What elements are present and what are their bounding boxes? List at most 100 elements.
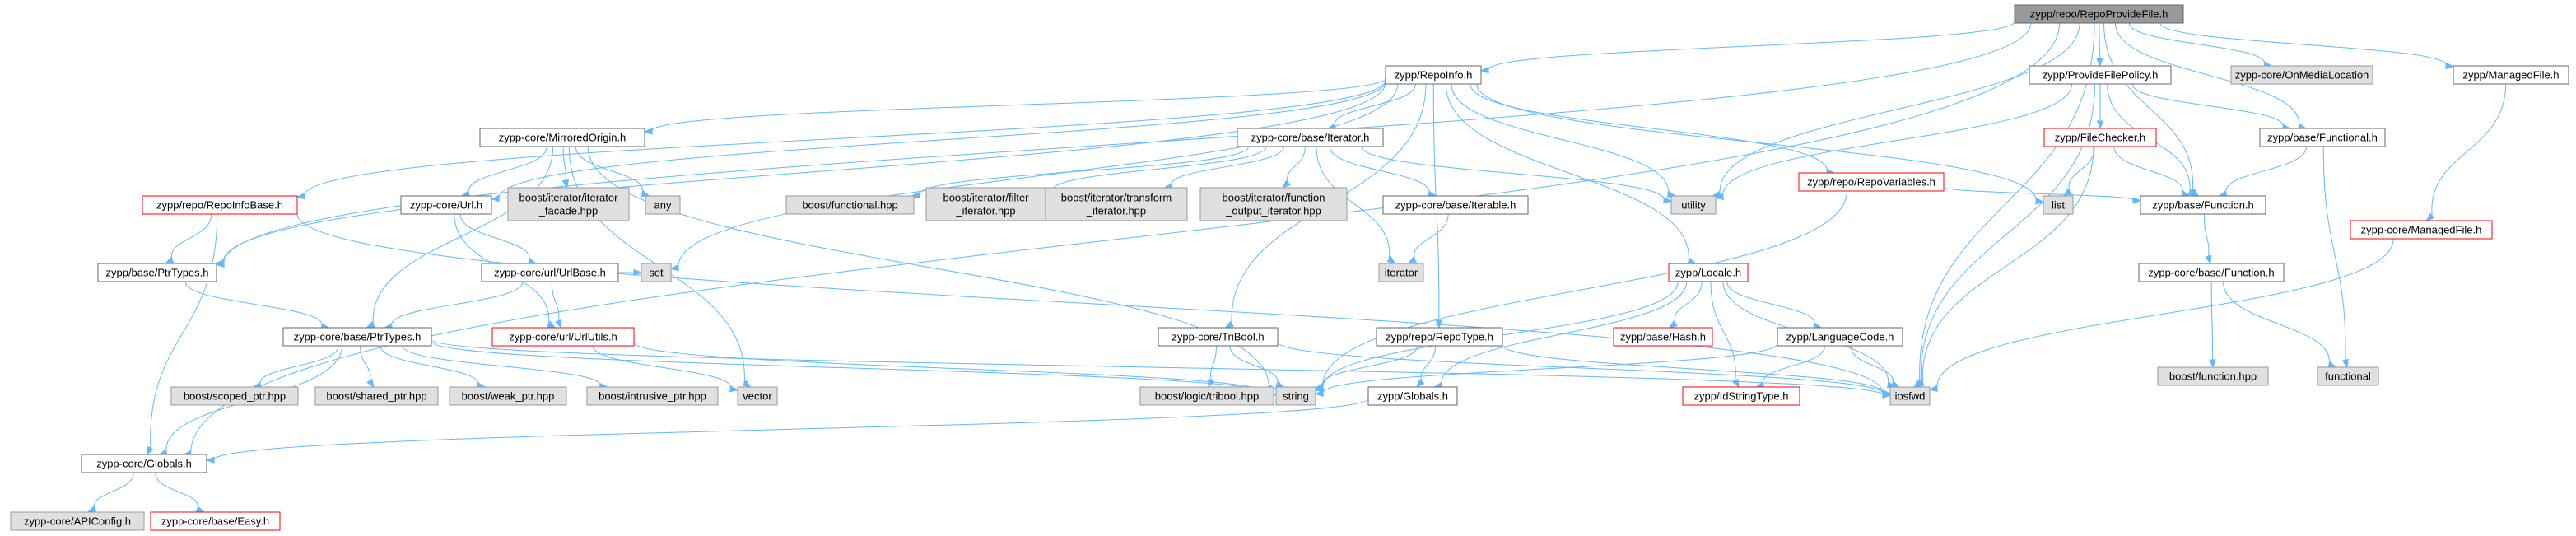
node-base_ptrtypes[interactable]: zypp/base/PtrTypes.h [97,263,217,282]
edge-mirroredorigin-to-facade [561,146,570,189]
node-scoped_ptr[interactable]: boost/scoped_ptr.hpp [170,386,299,406]
node-hash[interactable]: zypp/base/Hash.h [1613,327,1713,347]
node-managedfile_core[interactable]: zypp-core/ManagedFile.h [2350,220,2493,240]
node-box [2259,128,2386,147]
node-tribool[interactable]: zypp-core/TriBool.h [1158,327,1279,347]
edge-iterator_h-to-utility [1361,146,1673,204]
node-repotype[interactable]: zypp/repo/RepoType.h [1376,327,1503,347]
node-list[interactable]: list [2043,195,2074,215]
node-label: _iterator.hpp [1086,205,1146,217]
node-shared_ptr[interactable]: boost/shared_ptr.hpp [314,386,439,406]
node-iterator_h[interactable]: zypp-core/base/Iterator.h [1237,128,1384,147]
edge-locale-to-hash [1668,281,1703,329]
node-providefilepolicy[interactable]: zypp/ProvideFilePolicy.h [2029,65,2172,85]
node-box [2043,128,2157,147]
node-label: zypp-core/url/UrlUtils.h [509,331,617,343]
node-box [81,454,207,473]
node-core_globals[interactable]: zypp-core/Globals.h [81,454,207,473]
node-box [1668,263,1749,282]
node-function_out_it[interactable]: boost/iterator/function_output_iterator.… [1199,187,1348,221]
node-transform_it[interactable]: boost/iterator/transform_iterator.hpp [1045,187,1188,221]
edge-filechecker-to-base_function [2113,146,2191,198]
node-zypp_globals[interactable]: zypp/Globals.h [1367,386,1458,406]
node-box [641,263,672,282]
node-weak_ptr[interactable]: boost/weak_ptr.hpp [449,386,567,406]
node-languagecode[interactable]: zypp/LanguageCode.h [1777,327,1903,347]
node-box [507,187,630,221]
node-label: iterator [1385,267,1418,279]
edge-tribool-to-string [1229,345,1285,388]
node-label: boost/scoped_ptr.hpp [184,390,286,403]
node-idstringtype[interactable]: zypp/IdStringType.h [1682,386,1800,406]
node-box [1367,386,1458,406]
node-easy[interactable]: zypp-core/base/Easy.h [150,511,281,531]
edge-iterator_h-to-bfunctional [911,146,1250,199]
edge-root-to-providefilepolicy [2096,22,2103,68]
edge-base_functional-to-base_function [2218,146,2308,198]
node-label: vector [743,390,772,403]
edge-iterator_h-to-transform_it [1162,146,1285,190]
node-utility[interactable]: utility [1670,195,1717,215]
node-string[interactable]: string [1275,386,1316,406]
node-label: zypp-core/base/Easy.h [161,515,269,528]
node-repoinfobase[interactable]: zypp/repo/RepoInfoBase.h [142,195,298,215]
edge-root-to-repoinfo [1479,21,2015,74]
node-box [1199,187,1348,221]
node-box [1378,263,1424,282]
node-base_function[interactable]: zypp/base/Function.h [2140,195,2266,215]
edge-providefilepolicy-to-base_functional [2131,83,2292,131]
node-set[interactable]: set [641,263,672,282]
node-urlbase[interactable]: zypp-core/url/UrlBase.h [481,263,619,282]
node-url_h[interactable]: zypp-core/Url.h [400,195,492,215]
node-bfunctional[interactable]: boost/functional.hpp [785,195,915,215]
edge-repovariables-to-base_function [1943,186,2142,204]
node-box [1798,172,1945,192]
edge-repotype-to-string [1314,345,1418,390]
node-apiconfig[interactable]: zypp-core/APIConfig.h [10,511,145,531]
node-filechecker[interactable]: zypp/FileChecker.h [2043,128,2157,147]
node-managedfile[interactable]: zypp/ManagedFile.h [2453,65,2569,85]
node-box [1889,386,1931,406]
node-box [1382,195,1529,215]
node-box [1385,65,1482,85]
node-urlutils[interactable]: zypp-core/url/UrlUtils.h [491,327,635,347]
node-iterator[interactable]: iterator [1378,263,1424,282]
node-label: zypp-core/base/Iterable.h [1395,199,1516,212]
edge-root-to-base_function [2103,22,2200,197]
edge-languagecode-to-iosfwd [1850,345,1901,388]
node-vector[interactable]: vector [737,386,778,406]
node-box [1237,128,1384,147]
node-any[interactable]: any [645,195,681,215]
node-root[interactable]: zypp/repo/RepoProvideFile.h [2014,4,2184,24]
node-iterable[interactable]: zypp-core/base/Iterable.h [1382,195,1529,215]
node-box [645,195,681,215]
node-box [586,386,719,406]
node-locale[interactable]: zypp/Locale.h [1668,263,1749,282]
edge-urlutils-to-vector [592,345,739,393]
node-core_function[interactable]: zypp-core/base/Function.h [2138,263,2285,282]
node-core_ptrtypes[interactable]: zypp-core/base/PtrTypes.h [282,327,432,347]
node-iosfwd[interactable]: iosfwd [1889,386,1931,406]
node-label: zypp/LanguageCode.h [1786,331,1894,343]
node-repoinfo[interactable]: zypp/RepoInfo.h [1385,65,1482,85]
node-filter_it[interactable]: boost/iterator/filter_iterator.hpp [925,187,1046,221]
node-intrusive_ptr[interactable]: boost/intrusive_ptr.hpp [586,386,719,406]
node-label: zypp/IdStringType.h [1694,390,1789,403]
node-repovariables[interactable]: zypp/repo/RepoVariables.h [1798,172,1945,192]
node-box [479,128,645,147]
node-label: zypp/ManagedFile.h [2462,69,2559,82]
node-boost_function[interactable]: boost/function.hpp [2157,366,2269,386]
node-label: boost/logic/tribool.hpp [1155,390,1259,403]
node-box [1670,195,1717,215]
node-facade[interactable]: boost/iterator/iterator_facade.hpp [507,187,630,221]
edge-repoinfo-to-list [1476,83,2045,205]
edge-repoinfo-to-mirroredorigin [643,77,1386,135]
node-mirroredorigin[interactable]: zypp-core/MirroredOrigin.h [479,128,645,147]
edge-repoinfo-to-base_ptrtypes [214,82,1386,267]
node-onmedialocation[interactable]: zypp-core/OnMediaLocation [2230,65,2373,85]
node-std_functional[interactable]: functional [2317,366,2379,386]
node-box [2014,4,2184,24]
node-base_functional[interactable]: zypp/base/Functional.h [2259,128,2386,147]
node-logic_tribool[interactable]: boost/logic/tribool.hpp [1139,386,1274,406]
node-box [737,386,778,406]
